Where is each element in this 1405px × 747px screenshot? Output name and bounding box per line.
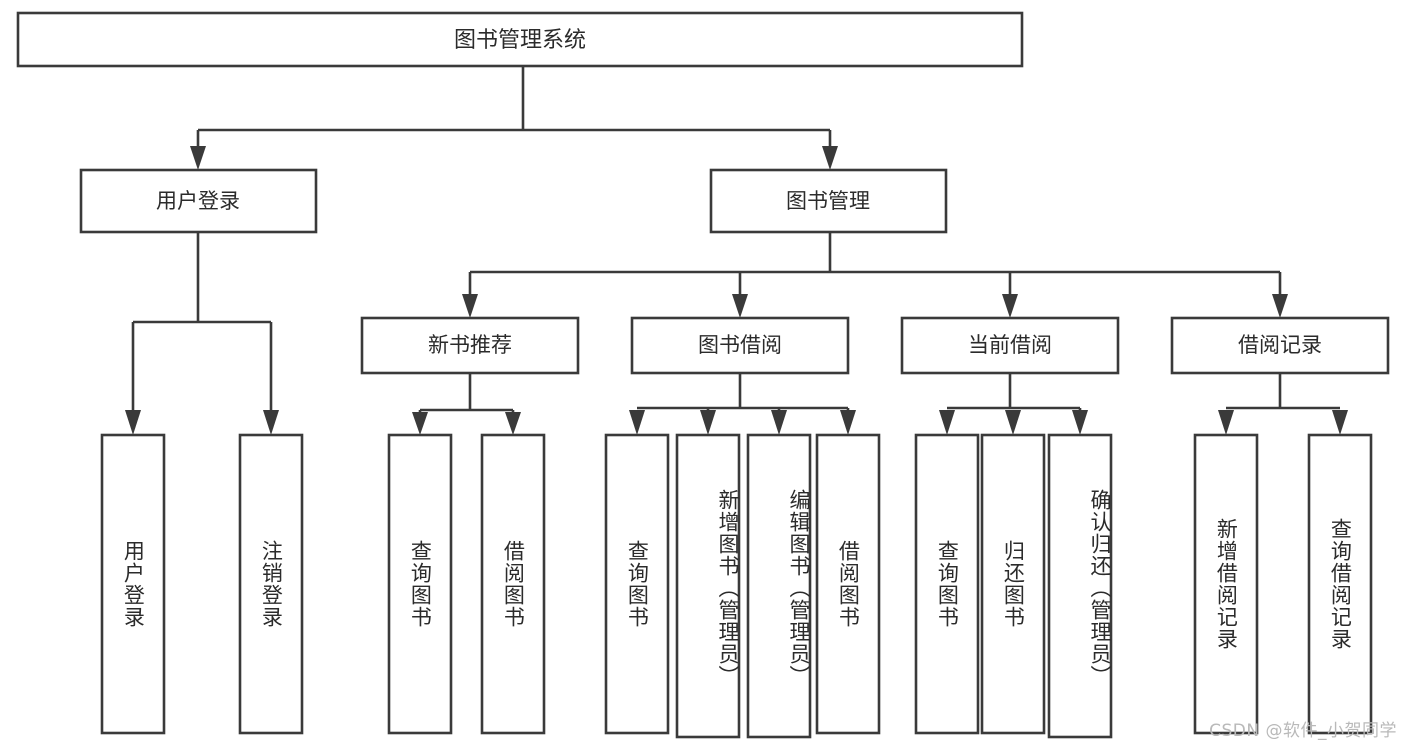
arrow-head-new-books bbox=[462, 294, 478, 318]
leaf-box-borrow-book-nb[interactable] bbox=[480, 433, 546, 735]
leaf-box-query-borrow-record[interactable] bbox=[1307, 433, 1373, 735]
label-new-book-recommend: 新书推荐 bbox=[428, 333, 512, 357]
connector-group-book-borrow bbox=[629, 373, 856, 435]
arrow-head-leaf-query-book-cb bbox=[939, 410, 955, 435]
arrow-head-leaf-confirm-return bbox=[1072, 410, 1088, 435]
arrow-head-leaf-logout bbox=[263, 410, 279, 435]
leaf-box-query-book-bb[interactable] bbox=[604, 433, 670, 735]
node-box-new-book-recommend[interactable] bbox=[360, 316, 580, 375]
arrow-head-leaf-add-record bbox=[1218, 410, 1234, 435]
leaf-box-return-book[interactable] bbox=[980, 433, 1046, 735]
leaf-box-borrow-book-bb[interactable] bbox=[815, 433, 881, 735]
leaf-box-add-book-admin[interactable] bbox=[675, 433, 741, 739]
arrow-head-borrow-records bbox=[1272, 294, 1288, 318]
connector-group-user-login bbox=[125, 232, 279, 435]
connector-group-borrow-records bbox=[1218, 373, 1348, 435]
arrow-head-current-borrow bbox=[1002, 294, 1018, 318]
arrow-head-user-login bbox=[190, 146, 206, 170]
label-user-login: 用户登录 bbox=[156, 189, 240, 213]
arrow-head-leaf-borrow-book-bb bbox=[840, 410, 856, 435]
leaf-box-edit-book-admin[interactable] bbox=[746, 433, 812, 739]
node-box-book-management[interactable] bbox=[709, 168, 948, 234]
node-box-current-borrow[interactable] bbox=[900, 316, 1120, 375]
node-box-book-borrow[interactable] bbox=[630, 316, 850, 375]
label-borrow-records: 借阅记录 bbox=[1238, 333, 1322, 357]
arrow-head-book-mgmt bbox=[822, 146, 838, 170]
arrow-head-book-borrow bbox=[732, 294, 748, 318]
leaf-box-user-login[interactable] bbox=[100, 433, 166, 735]
arrow-head-leaf-query-record bbox=[1332, 410, 1348, 435]
leaf-box-confirm-return-admin[interactable] bbox=[1047, 433, 1113, 739]
connector-group-new-book-recommend bbox=[412, 373, 521, 435]
arrow-head-leaf-query-book-bb bbox=[629, 410, 645, 435]
leaf-box-logout[interactable] bbox=[238, 433, 304, 735]
label-root: 图书管理系统 bbox=[454, 28, 586, 53]
connector-group-root bbox=[190, 66, 838, 170]
leaf-box-add-borrow-record[interactable] bbox=[1193, 433, 1259, 735]
arrow-head-leaf-add-book bbox=[700, 410, 716, 435]
arrow-head-leaf-return-book bbox=[1005, 410, 1021, 435]
leaf-box-query-book-nb[interactable] bbox=[387, 433, 453, 735]
connector-group-current-borrow bbox=[939, 373, 1088, 435]
node-box-root[interactable] bbox=[16, 11, 1024, 68]
label-book-borrow: 图书借阅 bbox=[698, 333, 782, 357]
label-book-management: 图书管理 bbox=[786, 189, 870, 213]
watermark-text: CSDN @软件_小贺同学 bbox=[1209, 721, 1397, 741]
label-current-borrow: 当前借阅 bbox=[968, 333, 1052, 357]
arrow-head-leaf-query-book-nb bbox=[412, 412, 428, 435]
connector-group-book-management bbox=[462, 232, 1288, 318]
arrow-head-leaf-user-login bbox=[125, 410, 141, 435]
arrow-head-leaf-edit-book bbox=[771, 410, 787, 435]
node-box-borrow-records[interactable] bbox=[1170, 316, 1390, 375]
leaf-box-query-book-cb[interactable] bbox=[914, 433, 980, 735]
arrow-head-leaf-borrow-book-nb bbox=[505, 412, 521, 435]
